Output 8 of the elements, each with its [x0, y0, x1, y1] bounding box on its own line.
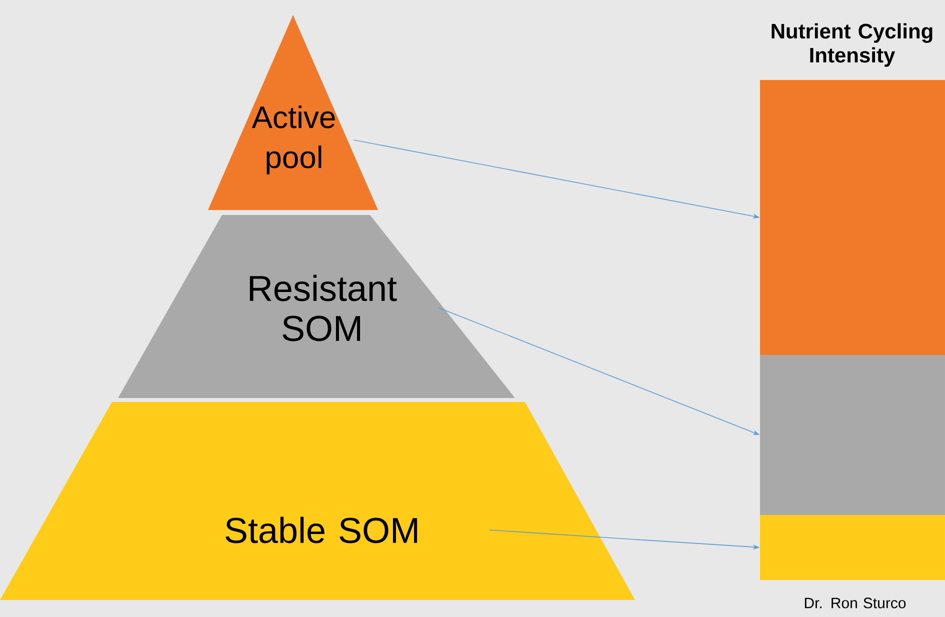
bar-segment — [760, 514, 945, 580]
pyramid-section: Active pool — [208, 14, 378, 210]
pyramid-section: Resistant SOM — [118, 214, 515, 398]
credit-text: Dr. Ron Sturco — [804, 598, 906, 608]
bar-segment — [760, 80, 945, 355]
heading: Nutrient Cycling Intensity — [772, 23, 932, 67]
pyramid-section: Stable SOM — [0, 402, 635, 600]
bar-segment — [760, 354, 945, 515]
